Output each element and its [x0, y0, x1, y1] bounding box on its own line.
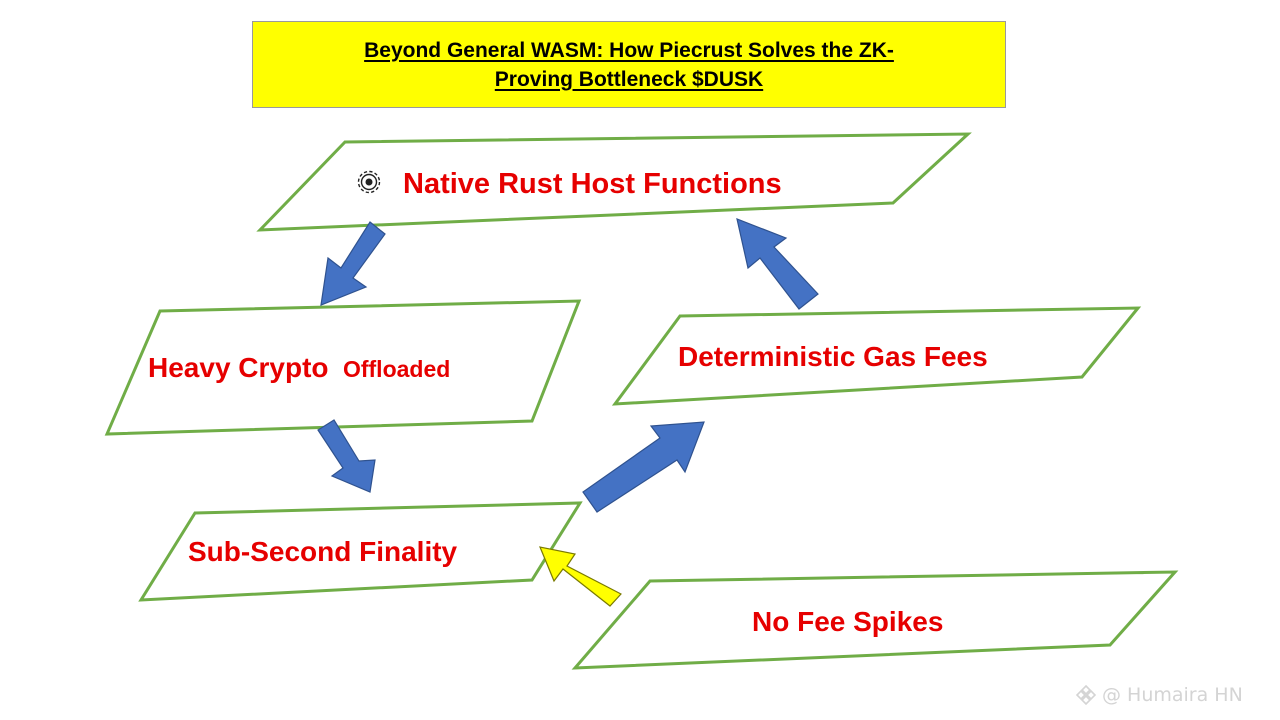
node-heavy-crypto-label: Heavy Crypto Offloaded: [148, 352, 450, 383]
node-sub-second-finality: Sub-Second Finality: [138, 501, 583, 602]
node-heavy-crypto-offloaded: Heavy Crypto Offloaded: [104, 299, 582, 436]
binance-logo-icon: [1075, 684, 1097, 706]
title-line-2: Proving Bottleneck $DUSK: [494, 67, 764, 91]
title-banner: Beyond General WASM: How Piecrust Solves…: [252, 21, 1006, 108]
watermark: @ Humaira HN: [1074, 682, 1243, 708]
arrow-sub-second-to-deterministic-gas: [582, 421, 705, 513]
node-sub-second-label: Sub-Second Finality: [188, 536, 458, 567]
node-heavy-crypto-label-main: Heavy Crypto: [148, 352, 329, 383]
watermark-text: @ Humaira HN: [1102, 684, 1243, 706]
node-no-fee-spikes: No Fee Spikes: [571, 570, 1179, 670]
gear-icon: [357, 170, 381, 194]
node-deterministic-gas-fees: Deterministic Gas Fees: [611, 306, 1142, 406]
arrow-deterministic-gas-to-native-rust: [736, 218, 819, 310]
node-no-fee-spikes-shape: [571, 570, 1179, 670]
title-line-1: Beyond General WASM: How Piecrust Solves…: [364, 38, 894, 62]
node-deterministic-gas-label: Deterministic Gas Fees: [678, 341, 988, 372]
node-no-fee-spikes-label: No Fee Spikes: [752, 606, 943, 637]
node-heavy-crypto-label-small: Offloaded: [343, 356, 450, 382]
node-native-rust-host-functions: Native Rust Host Functions: [256, 132, 972, 232]
node-deterministic-gas-shape: [611, 306, 1142, 406]
node-native-rust-label: Native Rust Host Functions: [403, 168, 782, 200]
arrow-no-fee-spikes-to-sub-second: [539, 546, 622, 607]
node-heavy-crypto-shape: [104, 299, 582, 436]
arrow-heavy-crypto-to-sub-second: [317, 419, 376, 493]
arrow-native-to-heavy-crypto: [320, 221, 386, 306]
node-native-rust-shape: [256, 132, 972, 232]
node-sub-second-shape: [138, 501, 583, 602]
